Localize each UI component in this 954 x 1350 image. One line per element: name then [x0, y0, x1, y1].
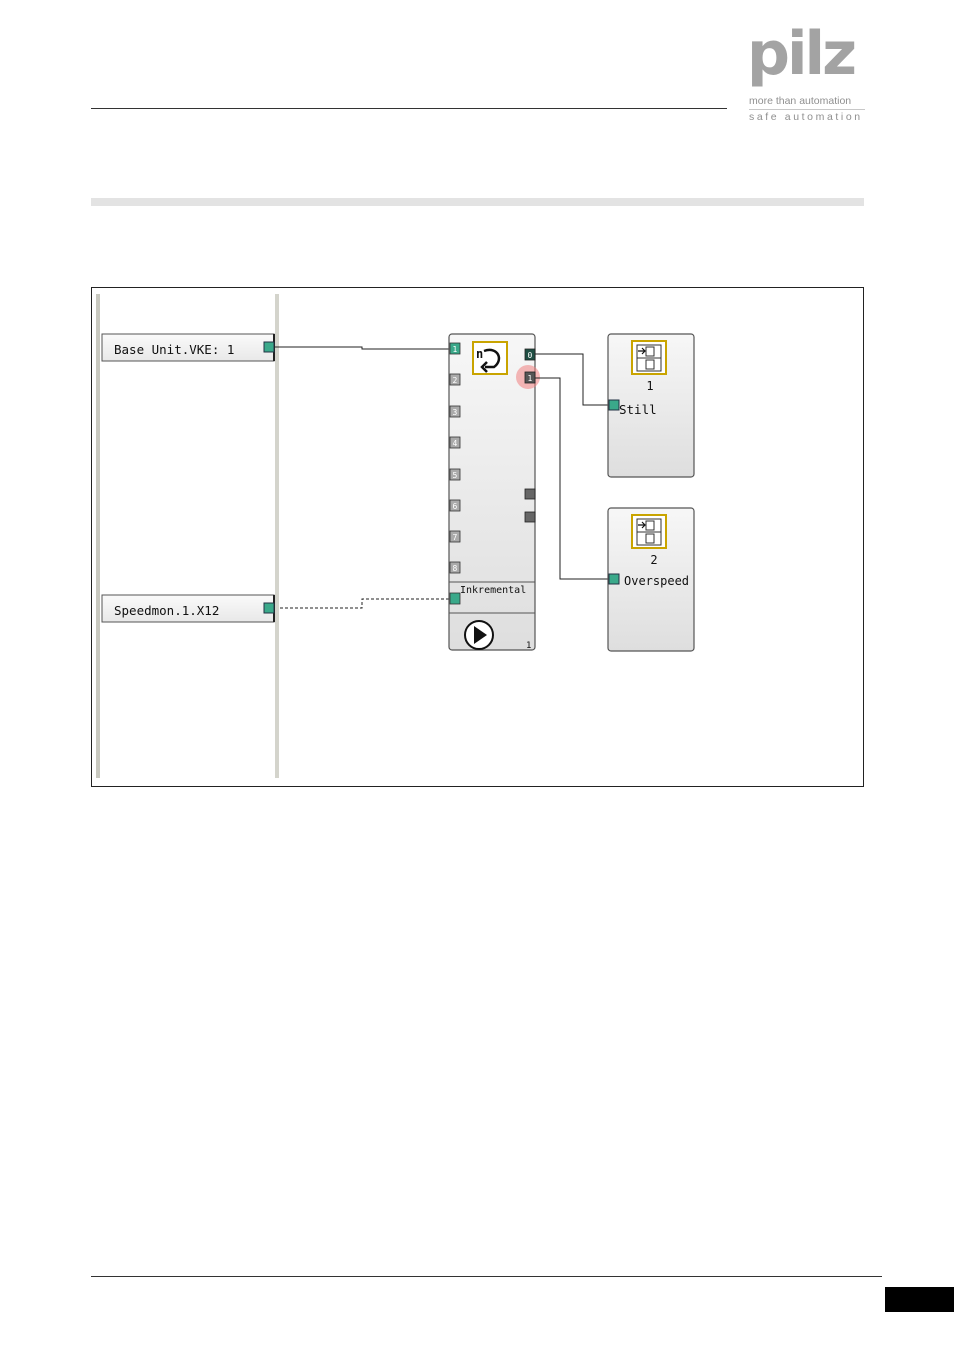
input-rail-right	[275, 294, 279, 778]
logo-tagline-1: more than automation	[749, 95, 852, 107]
play-icon[interactable]	[464, 620, 494, 650]
block-number: 1	[526, 641, 531, 651]
logo-wordmark: pilz	[747, 19, 857, 89]
speed-input-port-7[interactable]: 7	[449, 530, 461, 543]
speed-monitor-block[interactable]: n 1 2 3 4 5	[448, 333, 540, 651]
speed-output-port-0[interactable]: 0	[524, 348, 536, 361]
speed-input-port-1[interactable]: 1	[449, 342, 461, 355]
port-label-1: 1	[453, 345, 458, 354]
output-port-label-0: 0	[528, 351, 533, 360]
speed-input-port-6[interactable]: 6	[449, 499, 461, 512]
output-number-2: 2	[650, 553, 657, 567]
input-rail-left	[96, 294, 100, 778]
wire-speedmon-to-encoder	[280, 598, 450, 609]
output-element-icon	[631, 514, 667, 549]
speed-input-port-2[interactable]: 2	[449, 373, 461, 386]
input-element-speedmon[interactable]: Speedmon.1.X12	[101, 594, 275, 623]
input-element-base-unit[interactable]: Base Unit.VKE: 1	[101, 333, 275, 362]
circuit-diagram: Base Unit.VKE: 1 Speedmon.1.X12 n	[96, 294, 695, 778]
speed-input-port-8[interactable]: 8	[449, 561, 461, 574]
port-label-2: 2	[453, 376, 458, 385]
output-port-still[interactable]	[608, 399, 620, 411]
output-label-overspeed: Overspeed	[624, 574, 689, 588]
output-label-still: Still	[619, 402, 657, 417]
port-label-3: 3	[453, 408, 458, 417]
speed-monitor-icon: n	[472, 341, 508, 375]
speed-input-port-3[interactable]: 3	[449, 405, 461, 418]
wire-base-unit-to-speed	[274, 346, 450, 350]
speed-aux-port-b[interactable]	[524, 511, 536, 523]
speed-aux-port-a[interactable]	[524, 488, 536, 500]
wire-to-still	[535, 353, 608, 406]
port-label-6: 6	[453, 502, 458, 511]
configurator-figure: Base Unit.VKE: 1 Speedmon.1.X12 n	[91, 287, 864, 787]
speed-icon-letter: n	[476, 347, 483, 361]
footer-rule	[91, 1276, 882, 1277]
output-element-overspeed[interactable]: 2 Overspeed	[607, 507, 695, 652]
speed-input-port-4[interactable]: 4	[449, 436, 461, 449]
speed-output-port-1[interactable]: 1	[524, 371, 536, 384]
logo-tagline-2: safe automation	[749, 111, 863, 123]
port-label-5: 5	[453, 471, 458, 480]
input-port-speedmon[interactable]	[263, 602, 275, 614]
pilz-logo: pilz more than automation safe automatio…	[747, 19, 867, 123]
port-label-7: 7	[453, 533, 458, 542]
output-element-icon	[631, 340, 667, 375]
output-number-1: 1	[646, 379, 653, 393]
section-bar	[91, 198, 864, 206]
output-port-overspeed[interactable]	[608, 573, 620, 585]
output-element-still[interactable]: 1 Still	[607, 333, 695, 478]
port-label-8: 8	[453, 564, 458, 573]
port-label-4: 4	[453, 439, 458, 448]
wire-to-overspeed	[535, 377, 608, 580]
input-port-base-unit[interactable]	[263, 341, 275, 353]
output-port-label-1: 1	[528, 374, 533, 383]
speed-input-port-5[interactable]: 5	[449, 468, 461, 481]
header-rule	[91, 108, 727, 109]
input-label-speedmon: Speedmon.1.X12	[114, 603, 219, 618]
encoder-label: Inkremental	[460, 585, 526, 596]
input-label-base-unit: Base Unit.VKE: 1	[114, 342, 234, 357]
encoder-input-port[interactable]	[449, 592, 461, 605]
logo-divider	[749, 109, 865, 110]
page-tab	[885, 1287, 954, 1312]
